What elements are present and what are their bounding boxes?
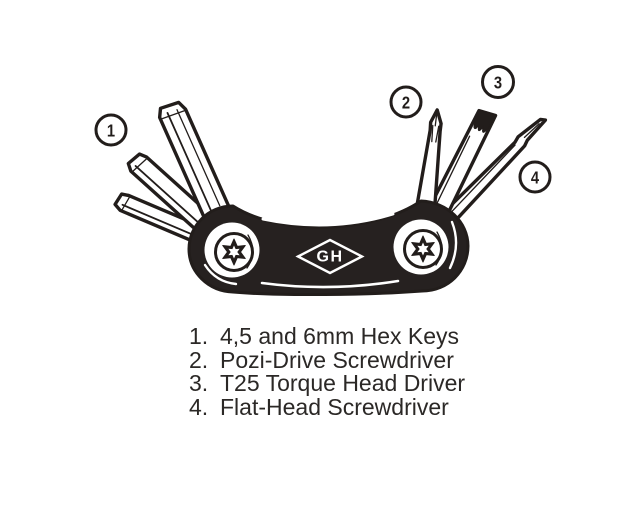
legend-item-label: Flat-Head Screwdriver bbox=[220, 393, 449, 420]
callout-3-number: 3 bbox=[494, 73, 502, 93]
legend-item-1: 1. 4,5 and 6mm Hex Keys bbox=[189, 323, 465, 349]
legend-item-2: 2. Pozi-Drive Screwdriver bbox=[189, 346, 465, 373]
callout-1-number: 1 bbox=[107, 121, 115, 141]
callout-2: 2 bbox=[389, 85, 423, 119]
callout-2-number: 2 bbox=[402, 93, 410, 113]
legend-item-number: 2. bbox=[189, 346, 209, 373]
legend-item-label: Pozi-Drive Screwdriver bbox=[220, 346, 454, 373]
legend-item-label: 4,5 and 6mm Hex Keys bbox=[220, 323, 460, 349]
legend-item-3: 3. T25 Torque Head Driver bbox=[189, 370, 466, 396]
left-pivot-bolt bbox=[204, 222, 260, 278]
legend-item-number: 3. bbox=[189, 370, 209, 396]
legend-item-label: T25 Torque Head Driver bbox=[220, 370, 466, 396]
callout-4-number: 4 bbox=[531, 168, 540, 188]
right-pivot-bolt bbox=[393, 219, 449, 275]
torx-bolt-star bbox=[222, 238, 246, 266]
legend-item-4: 4. Flat-Head Screwdriver bbox=[189, 393, 465, 420]
body-highlight-left bbox=[203, 263, 238, 286]
brand-logo-text: GH bbox=[317, 249, 344, 266]
body-highlight-bottom bbox=[260, 279, 400, 289]
legend: 1. 4,5 and 6mm Hex Keys 2. Pozi-Drive Sc… bbox=[189, 323, 466, 420]
body-highlight-top bbox=[261, 212, 395, 227]
callout-1: 1 bbox=[94, 113, 128, 147]
body-highlight-right bbox=[448, 220, 458, 270]
torx-bolt-star bbox=[411, 235, 435, 263]
tool-body bbox=[187, 199, 470, 297]
legend-item-number: 1. bbox=[189, 323, 209, 349]
callout-4: 4 bbox=[518, 160, 552, 194]
brand-diamond: GH bbox=[295, 238, 365, 275]
legend-item-number: 4. bbox=[189, 393, 209, 420]
callout-3: 3 bbox=[481, 65, 515, 99]
